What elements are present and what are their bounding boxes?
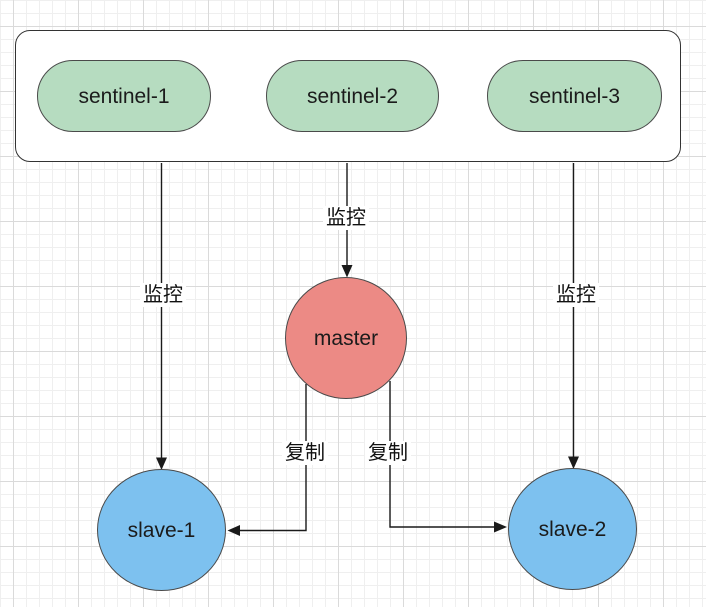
arrowhead-down-slave2 — [568, 456, 579, 469]
arrowhead-down-master — [341, 265, 353, 278]
node-sentinel-2[interactable]: sentinel-2 — [266, 60, 439, 132]
edge-label-monitor-right[interactable]: 监控 — [553, 283, 599, 307]
node-sentinel-3-label: sentinel-3 — [528, 84, 621, 108]
edge-master-to-slave1[interactable] — [227, 384, 307, 536]
node-master-label: master — [313, 326, 379, 350]
edge-label-monitor-left[interactable]: 监控 — [140, 283, 186, 307]
node-sentinel-2-label: sentinel-2 — [306, 84, 399, 108]
arrowhead-right-slave2 — [494, 521, 507, 533]
edge-label-replicate-left[interactable]: 复制 — [282, 441, 328, 465]
node-master[interactable]: master — [285, 277, 407, 399]
node-slave-2-label: slave-2 — [538, 517, 607, 541]
node-slave-2[interactable]: slave-2 — [508, 468, 637, 590]
edge-master-to-slave2[interactable] — [389, 381, 507, 533]
arrowhead-left-slave1 — [227, 525, 240, 536]
node-sentinel-1-label: sentinel-1 — [78, 84, 170, 108]
edge-sentinels-to-slave1[interactable] — [156, 163, 167, 470]
edge-label-monitor-middle[interactable]: 监控 — [323, 206, 369, 230]
node-sentinel-3[interactable]: sentinel-3 — [487, 60, 662, 132]
edge-sentinels-to-slave2[interactable] — [568, 163, 579, 469]
node-slave-1-label: slave-1 — [127, 518, 196, 542]
node-sentinel-1[interactable]: sentinel-1 — [37, 60, 211, 132]
arrowhead-down-slave1 — [156, 457, 167, 470]
edge-label-replicate-right[interactable]: 复制 — [365, 441, 411, 465]
node-slave-1[interactable]: slave-1 — [97, 469, 226, 591]
